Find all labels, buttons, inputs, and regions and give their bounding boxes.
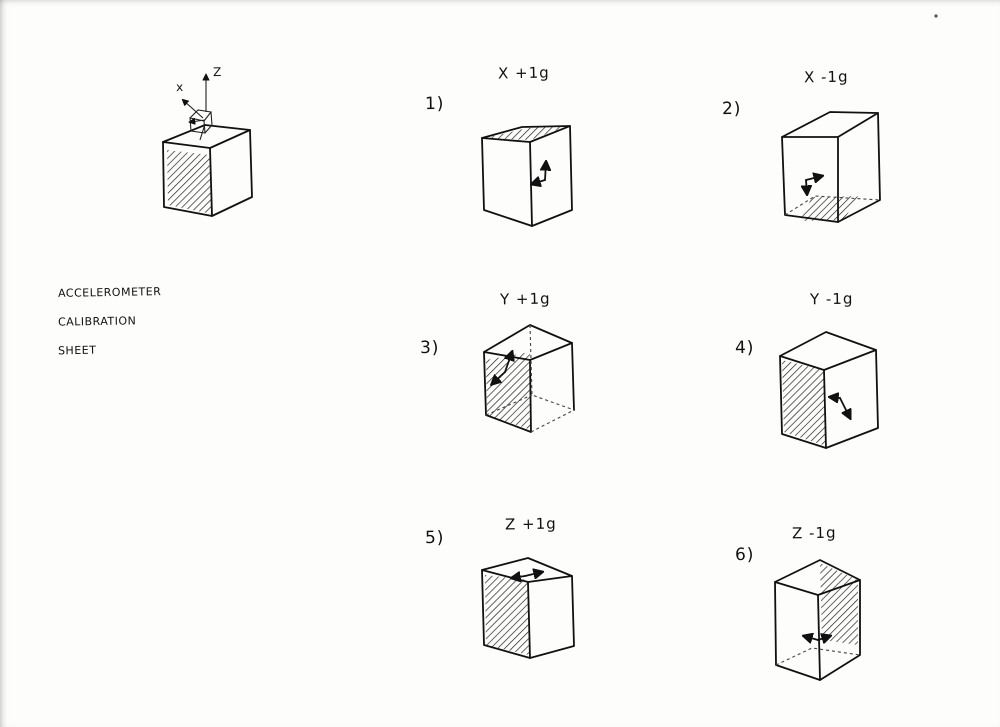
title-line-1: ACCELEROMETER <box>57 285 162 300</box>
panel-5-number: 5) <box>424 527 445 549</box>
cube-panel-3 <box>483 324 575 433</box>
cube-panel-2 <box>781 111 881 223</box>
cube-panel-5 <box>481 557 575 659</box>
panel-3-number: 3) <box>419 337 440 359</box>
panel-1-label: X +1g <box>497 63 550 83</box>
reference-cube <box>162 75 253 217</box>
cube-panel-4 <box>779 331 879 449</box>
reference-axis-x-label: x <box>175 79 185 95</box>
panel-2-label: X -1g <box>803 67 849 87</box>
panel-2-number: 2) <box>721 98 742 120</box>
panel-3-label: Y +1g <box>499 289 551 309</box>
reference-axis-z-label: Z <box>212 64 223 80</box>
panel-6-number: 6) <box>734 544 755 566</box>
title-line-2: CALIBRATION <box>57 314 137 329</box>
panel-6-label: Z -1g <box>791 523 837 543</box>
cube-panel-1 <box>481 125 573 227</box>
title-line-3: SHEET <box>57 343 97 358</box>
panel-4-number: 4) <box>734 337 755 359</box>
cube-panel-6 <box>774 559 861 681</box>
panel-5-label: Z +1g <box>504 514 557 534</box>
panel-1-number: 1) <box>424 93 445 115</box>
panel-4-label: Y -1g <box>809 289 854 309</box>
